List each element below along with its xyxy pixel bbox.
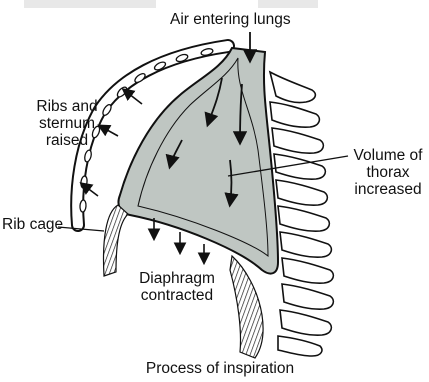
diaphragm-muscle xyxy=(104,205,128,276)
posterior-muscle xyxy=(230,256,263,358)
lung-cavity xyxy=(118,48,278,274)
label-air-entering-lungs: Air entering lungs xyxy=(170,11,291,28)
label-volume-of-thorax: Volume of thorax increased xyxy=(350,147,426,198)
vertebral-column xyxy=(270,72,333,356)
caption-process-of-inspiration: Process of inspiration xyxy=(130,360,310,377)
label-ribs-sternum-raised: Ribs and sternum raised xyxy=(31,98,103,149)
label-rib-cage: Rib cage xyxy=(2,216,63,233)
header-fragment xyxy=(24,0,318,8)
label-diaphragm-contracted: Diaphragm contracted xyxy=(130,270,224,304)
